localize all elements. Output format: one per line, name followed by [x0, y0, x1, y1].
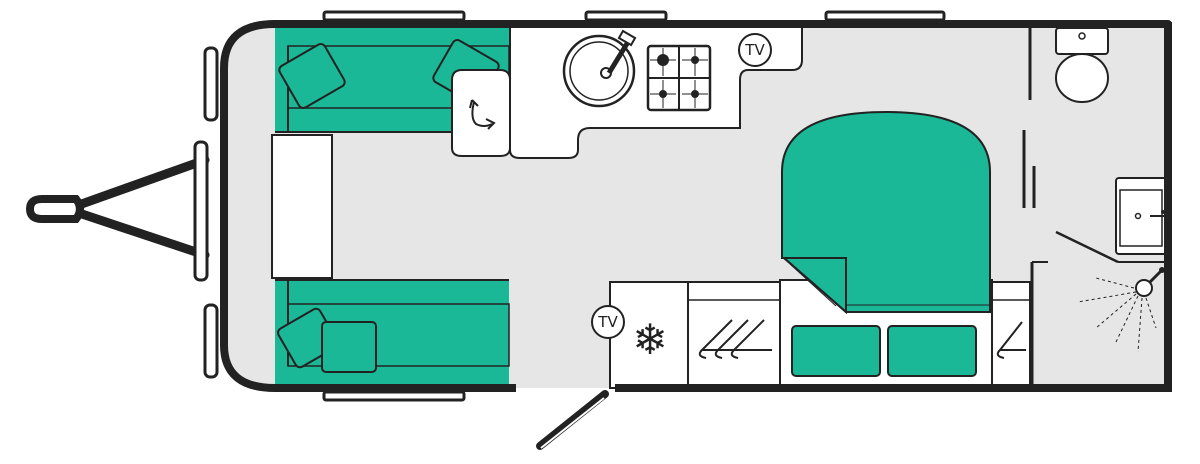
tv-icon-lounge: TV — [591, 305, 625, 339]
swivel-arrow-icon — [471, 101, 493, 127]
side-window-bottom — [322, 390, 466, 402]
bed-cushion-left — [791, 325, 881, 377]
small-wardrobe — [991, 281, 1031, 389]
toilet-icon — [1055, 27, 1109, 103]
wardrobe — [687, 281, 781, 389]
sink-icon — [562, 29, 637, 108]
coat-hanger-icon — [698, 319, 772, 359]
island-bed — [779, 110, 993, 389]
entrance-door — [536, 390, 609, 450]
tv-label-kitchen: TV — [744, 41, 765, 59]
bed-cushion-right — [887, 325, 977, 377]
caravan-body-outline — [220, 20, 1172, 392]
cushion-top-left — [278, 43, 346, 109]
cushion-bottom-right — [321, 321, 377, 373]
tv-icon-kitchen: TV — [738, 33, 772, 67]
coat-hanger-icon — [996, 321, 1026, 359]
sofa-bottom — [275, 279, 510, 386]
tow-hitch — [25, 155, 210, 260]
washroom-partition — [1022, 24, 1168, 388]
washbasin-icon — [1115, 177, 1169, 255]
shower-icon — [1077, 267, 1165, 353]
snowflake-icon: ❄ — [632, 315, 667, 364]
swivel-seat — [451, 69, 511, 157]
front-bench-white — [271, 134, 333, 279]
fridge-cabinet: TV ❄ — [591, 281, 689, 389]
tv-label-lounge: TV — [597, 313, 618, 331]
kitchen-unit: TV — [509, 25, 803, 159]
front-windows — [193, 46, 219, 379]
side-windows-top — [322, 10, 946, 22]
hob-icon — [646, 44, 712, 112]
